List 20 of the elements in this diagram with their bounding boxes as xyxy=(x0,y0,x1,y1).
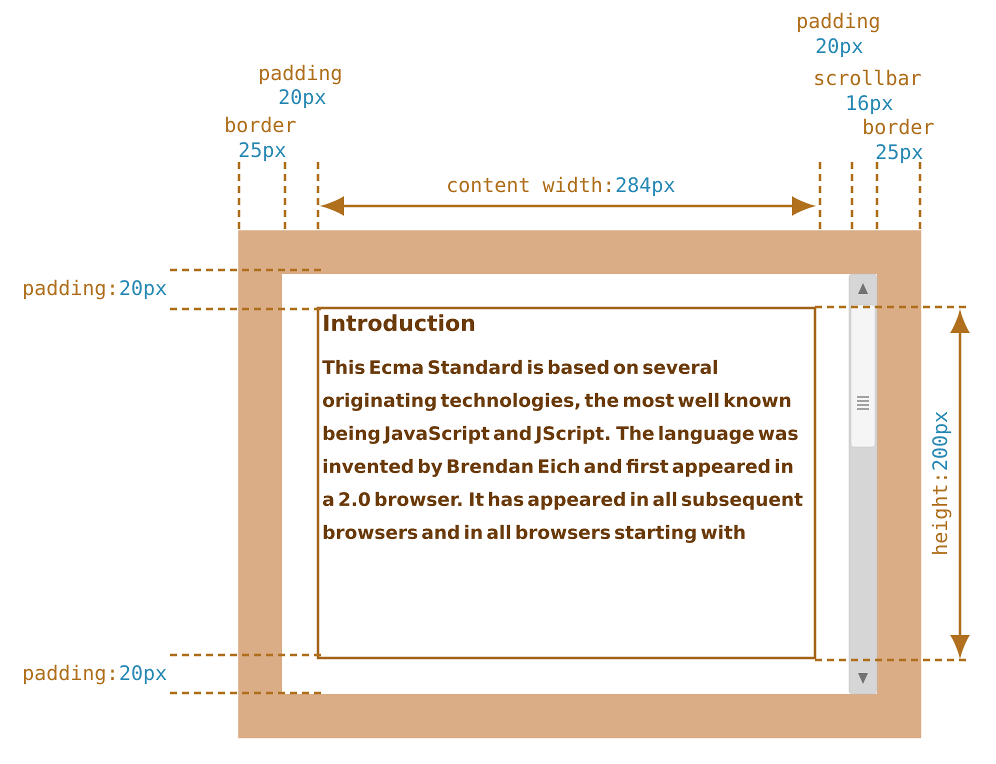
dimension-label: content width: xyxy=(448,176,610,192)
dimension-label: 20px xyxy=(816,38,863,58)
dimension-label: 25px xyxy=(876,144,923,164)
dimension-label: 20px xyxy=(280,89,326,108)
dimension-label: border xyxy=(226,116,296,132)
dimension-label: 25px xyxy=(240,142,286,162)
bordered-box xyxy=(238,230,922,738)
dimension-label: scrollbar xyxy=(815,70,921,86)
dimension-label: padding: xyxy=(24,280,114,300)
dimension-value: 20px xyxy=(120,665,166,684)
dimension-value: 20px xyxy=(120,280,166,300)
content-box: Introduction This Ecma Standard is based on several originating technologies, the most well known being JavaScript and JScript. The language was invented by Brendan Eich and first appeared in a 2.0 browser. It has appeared in all subsequent browsers and in all browsers starting with xyxy=(316,306,816,660)
dimension-value: 284px xyxy=(616,177,675,196)
dimension-label: padding xyxy=(260,64,341,84)
dimension-value: 200px xyxy=(932,412,952,470)
dimension-label: padding xyxy=(798,12,879,32)
dimension-label: padding: xyxy=(24,664,114,684)
dimension-label: height: xyxy=(932,476,952,554)
dimension-label: border xyxy=(864,118,934,134)
dimension-label: 16px xyxy=(848,95,893,114)
